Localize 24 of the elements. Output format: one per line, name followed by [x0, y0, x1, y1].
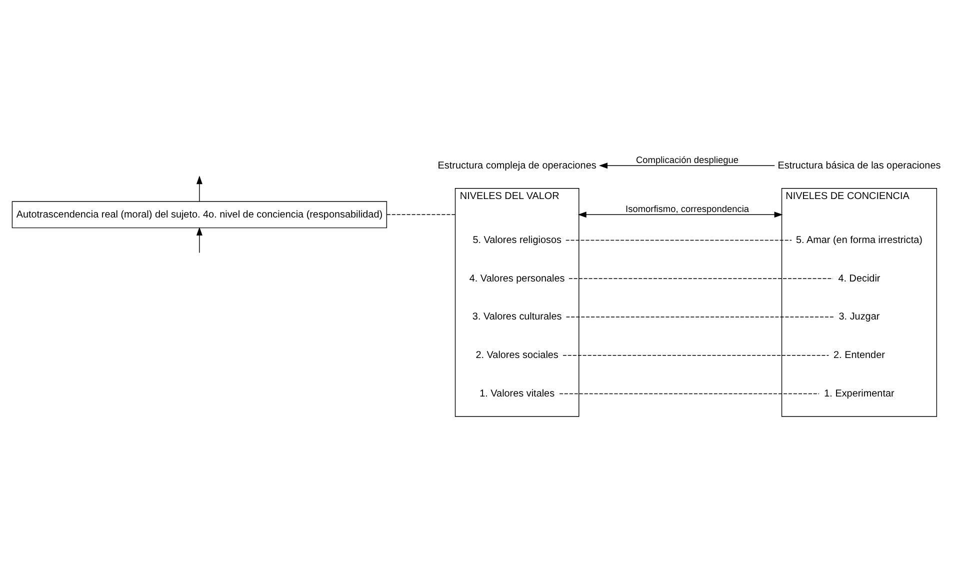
- arrow: [196, 175, 202, 202]
- node-text: 2. Entender: [834, 349, 885, 360]
- node-text: 5. Amar (en forma irrestricta): [796, 234, 922, 246]
- node-text: 5. Valores religiosos: [472, 234, 562, 246]
- node-text: 4. Decidir: [838, 272, 880, 284]
- edge-label: Complicación despliegue: [636, 154, 739, 165]
- connector: [566, 316, 834, 317]
- connector: [566, 239, 792, 240]
- connector: [559, 392, 820, 394]
- arrow: [598, 162, 775, 168]
- node-text: 3. Valores culturales: [472, 311, 562, 322]
- connector: [562, 354, 830, 356]
- arrow: [196, 226, 202, 253]
- node-text: Estructura básica de las operaciones: [778, 160, 941, 171]
- node-box: Autotrascendencia real (moral) del sujeto. 4o. nivel de conciencia (responsabilidad): [12, 200, 388, 228]
- edge-label: Isomorfismo, correspondencia: [626, 204, 750, 214]
- node-text: Estructura compleja de operaciones: [438, 160, 596, 171]
- connector: [386, 214, 456, 215]
- node-text: 3. Juzgar: [838, 311, 880, 322]
- node-text: 4. Valores personales: [469, 272, 565, 284]
- node-text: 1. Experimentar: [824, 388, 894, 399]
- node-text: 1. Valores vitales: [480, 388, 555, 399]
- arrow: [578, 211, 783, 218]
- node-text: 2. Valores sociales: [476, 349, 558, 360]
